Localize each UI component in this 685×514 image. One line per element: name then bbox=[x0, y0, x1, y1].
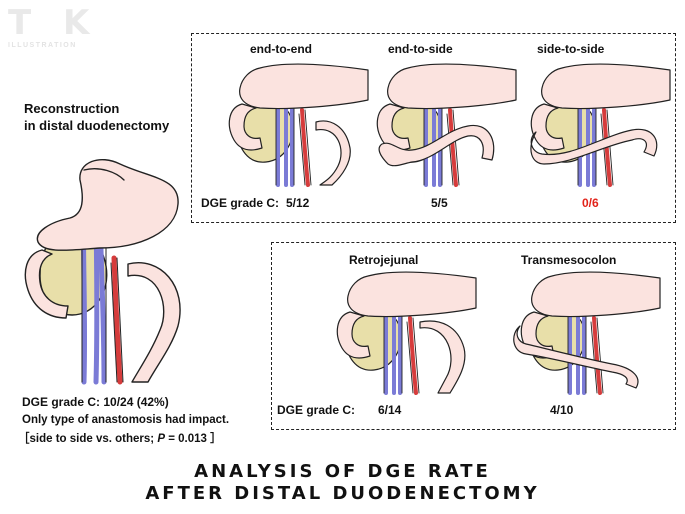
large-stomach bbox=[36, 159, 179, 251]
mini-illustration-end-to-side-group bbox=[376, 63, 517, 187]
note-p-symbol: P bbox=[157, 433, 165, 445]
top-value-end-to-end: 5/12 bbox=[286, 196, 310, 210]
note-line-2-post: = 0.013 ］ bbox=[165, 433, 222, 445]
mini-illustration-side-to-side-group bbox=[530, 63, 671, 187]
large-stomach-fold bbox=[83, 168, 125, 181]
mini-illustration-side-to-side bbox=[530, 63, 671, 187]
illustrator-logo: T K ILLUSTRATION bbox=[8, 6, 118, 58]
large-anatomy-illustration bbox=[24, 159, 181, 385]
large-anatomy-group bbox=[24, 159, 181, 385]
large-artery bbox=[111, 255, 123, 385]
bottom-value-transmesocolon: 4/10 bbox=[550, 403, 574, 417]
header-end-to-end: end-to-end bbox=[250, 42, 312, 56]
header-retrojejunal: Retrojejunal bbox=[349, 253, 419, 267]
main-title-line-2: AFTER DISTAL DUODENECTOMY bbox=[145, 483, 540, 504]
large-duodenum bbox=[24, 249, 69, 319]
mini-illustration-end-to-end-group bbox=[228, 63, 369, 187]
anastomosis-type-panel bbox=[191, 33, 676, 223]
top-value-end-to-side: 5/5 bbox=[431, 196, 448, 210]
mini-illustration-transmesocolon bbox=[513, 271, 661, 395]
large-artery-outline bbox=[110, 257, 124, 383]
header-side-to-side: side-to-side bbox=[537, 42, 605, 56]
top-dge-label: DGE grade C: bbox=[201, 196, 280, 210]
dge-total: DGE grade C: 10/24 (42%) bbox=[22, 395, 169, 409]
mini-illustration-end-to-end bbox=[228, 63, 369, 187]
top-value-side-to-side: 0/6 bbox=[582, 196, 599, 210]
mini-illustration-retrojejunal bbox=[336, 271, 477, 395]
mini-illustration-retrojejunal-group bbox=[336, 271, 477, 395]
heading-line-2: in distal duodenectomy bbox=[24, 118, 170, 133]
note-line-2-pre: ［side to side vs. others; bbox=[18, 433, 158, 445]
reconstruction-heading: Reconstruction in distal duodenectomy bbox=[24, 100, 169, 134]
main-title-line-1: ANALYSIS OF DGE RATE bbox=[194, 461, 491, 482]
header-transmesocolon: Transmesocolon bbox=[521, 253, 617, 267]
logo-subtitle: ILLUSTRATION bbox=[8, 42, 77, 49]
route-panel bbox=[271, 242, 676, 430]
bottom-value-retrojejunal: 6/14 bbox=[378, 403, 402, 417]
large-jejunum bbox=[127, 262, 181, 383]
bottom-dge-label: DGE grade C: bbox=[277, 403, 356, 417]
logo-letters: T K bbox=[8, 3, 100, 43]
header-end-to-side: end-to-side bbox=[388, 42, 453, 56]
heading-line-1: Reconstruction bbox=[24, 101, 120, 116]
note-line-2: ［side to side vs. others; P = 0.013 ］ bbox=[18, 430, 222, 446]
note-line-1: Only type of anastomosis had impact. bbox=[22, 414, 230, 426]
mini-illustration-end-to-side bbox=[376, 63, 517, 187]
mini-illustration-transmesocolon-group bbox=[513, 271, 661, 395]
